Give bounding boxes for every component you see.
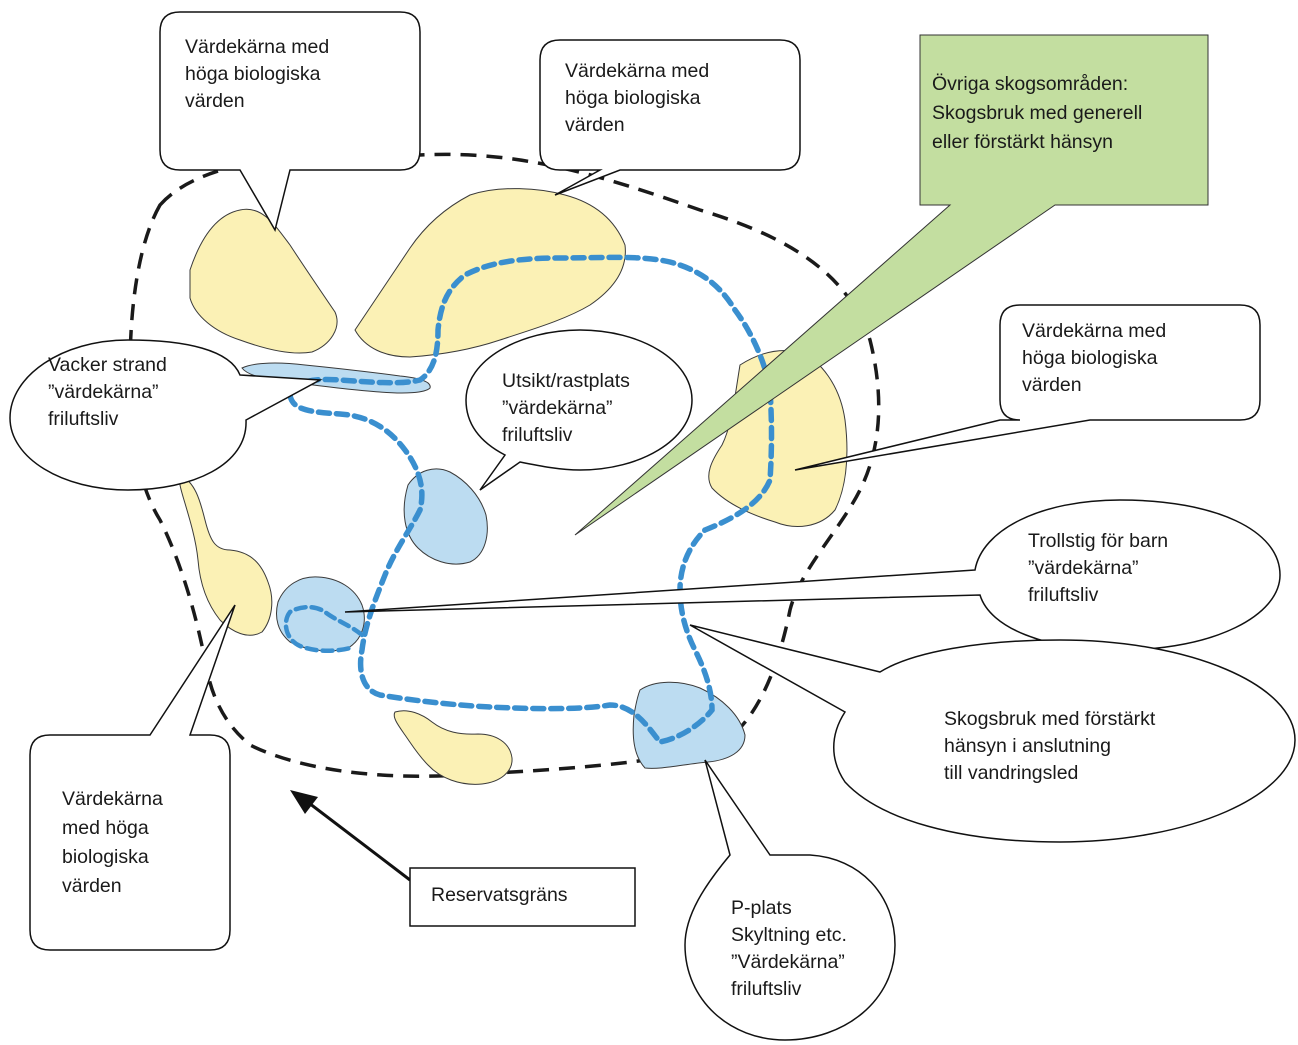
callout-beach-text: Vacker strand ”värdekärna” friluftsliv: [48, 354, 167, 430]
callout-parking-text: P-plats Skyltning etc. ”Värdekärna” fril…: [731, 897, 847, 1000]
biological-core-top-left: [189, 208, 338, 354]
callout-top-left-shape: [159, 11, 421, 232]
boundary-arrow-line: [304, 798, 411, 882]
callout-bottom-left-shape: [29, 604, 236, 951]
boundary-label-text: Reservatsgräns: [431, 884, 568, 906]
callout-beach-shape: [9, 339, 323, 491]
callout-forestry-text: Skogsbruk med förstärkt hänsyn i anslutn…: [944, 708, 1156, 784]
callout-right-text: Värdekärna med höga biologiska värden: [1022, 320, 1167, 396]
biological-core-bottom: [393, 710, 513, 785]
callout-troll-path-text: Trollstig för barn ”värdekärna” frilufts…: [1028, 530, 1169, 606]
callout-bottom-left-text: Värdekärna med höga biologiska värden: [62, 788, 163, 897]
recreation-core-viewpoint: [403, 468, 488, 565]
biological-core-top-center: [354, 188, 626, 358]
callout-other-forest-shape: [574, 34, 1209, 536]
boundary-label-box: [409, 867, 636, 927]
callout-parking-shape: [684, 759, 896, 1041]
biological-core-left: [178, 474, 273, 636]
callout-top-center-text: Värdekärna med höga biologiska värden: [565, 60, 710, 136]
callout-viewpoint-text: Utsikt/rastplats ”värdekärna” friluftsli…: [502, 370, 630, 446]
boundary-arrow-head: [290, 790, 318, 814]
callout-right-shape: [794, 304, 1261, 471]
callout-top-center-shape: [539, 39, 801, 196]
troll-path-trail: [283, 604, 365, 653]
callout-top-left-text: Värdekärna med höga biologiska värden: [185, 36, 330, 112]
callout-viewpoint-shape: [465, 329, 693, 491]
callout-other-forest-text: Övriga skogsområden: Skogsbruk med gener…: [932, 73, 1143, 153]
recreation-core-troll-path: [276, 576, 365, 652]
recreation-core-parking: [632, 681, 746, 769]
callout-forestry-shape: [689, 624, 1296, 843]
